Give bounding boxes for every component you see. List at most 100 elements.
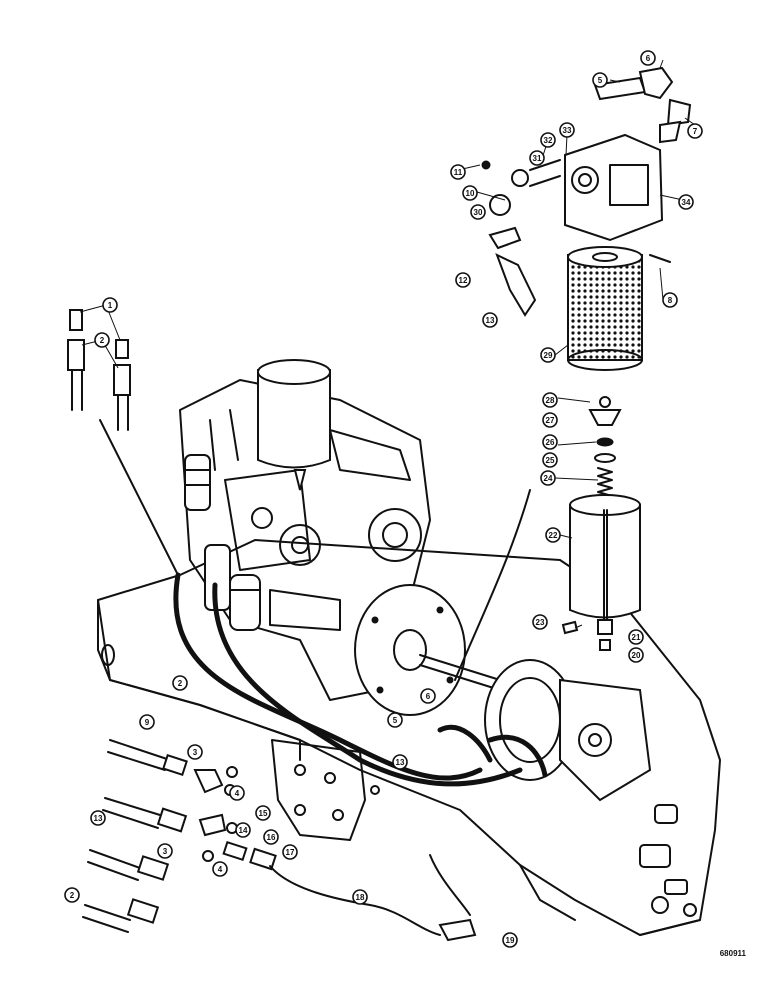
svg-text:13: 13 — [94, 814, 103, 823]
svg-text:1: 1 — [108, 301, 113, 310]
callouts: 1 2 2 2 3 3 4 4 5 5 6 6 7 8 9 10 11 12 1… — [64, 50, 703, 948]
air-cleaner — [257, 359, 331, 491]
callout-9: 9 — [139, 714, 155, 730]
svg-text:15: 15 — [259, 809, 268, 818]
callout-13: 13 — [90, 810, 106, 826]
figure-reference-id: 680911 — [719, 949, 746, 958]
flywheel-housing — [354, 584, 466, 716]
svg-text:17: 17 — [286, 848, 295, 857]
callout-5: 5 — [387, 712, 403, 728]
filter-head-assembly — [481, 66, 692, 317]
svg-text:4: 4 — [235, 789, 240, 798]
svg-text:4: 4 — [218, 865, 223, 874]
callout-13: 13 — [482, 312, 498, 328]
callout-2: 2 — [172, 675, 188, 691]
engine-filters — [184, 454, 261, 631]
callout-7: 7 — [687, 123, 703, 139]
callout-16: 16 — [263, 829, 279, 845]
svg-text:3: 3 — [193, 748, 198, 757]
callout-5: 5 — [592, 72, 608, 88]
callout-30: 30 — [470, 204, 486, 220]
svg-text:29: 29 — [544, 351, 553, 360]
filter-element — [567, 246, 643, 371]
callout-2: 2 — [94, 332, 110, 348]
svg-text:11: 11 — [454, 168, 463, 177]
callout-12: 12 — [455, 272, 471, 288]
callout-23: 23 — [532, 614, 548, 630]
callout-4: 4 — [229, 785, 245, 801]
svg-text:34: 34 — [682, 198, 691, 207]
svg-text:27: 27 — [546, 416, 555, 425]
callout-2: 2 — [64, 887, 80, 903]
callout-33: 33 — [559, 122, 575, 138]
callout-18: 18 — [352, 889, 368, 905]
svg-text:22: 22 — [549, 531, 558, 540]
callout-4: 4 — [212, 861, 228, 877]
callout-31: 31 — [529, 150, 545, 166]
callout-15: 15 — [255, 805, 271, 821]
svg-text:12: 12 — [459, 276, 468, 285]
callout-1: 1 — [102, 297, 118, 313]
filter-canister — [561, 494, 641, 651]
svg-text:14: 14 — [239, 826, 248, 835]
callout-34: 34 — [678, 194, 694, 210]
svg-text:19: 19 — [506, 936, 515, 945]
callout-22: 22 — [545, 527, 561, 543]
callout-24: 24 — [540, 470, 556, 486]
tractor-frame — [97, 539, 721, 936]
svg-text:2: 2 — [178, 679, 183, 688]
svg-text:6: 6 — [646, 54, 651, 63]
svg-text:20: 20 — [632, 651, 641, 660]
callout-14: 14 — [235, 822, 251, 838]
callout-20: 20 — [628, 647, 644, 663]
callout-10: 10 — [462, 185, 478, 201]
svg-text:23: 23 — [536, 618, 545, 627]
mounting-bracket — [271, 739, 380, 841]
callout-6: 6 — [420, 688, 436, 704]
svg-text:32: 32 — [544, 136, 553, 145]
svg-text:5: 5 — [598, 76, 603, 85]
callout-3: 3 — [187, 744, 203, 760]
filter-spring-parts — [588, 396, 622, 509]
transmission — [484, 659, 652, 802]
callout-32: 32 — [540, 132, 556, 148]
svg-text:13: 13 — [486, 316, 495, 325]
svg-text:2: 2 — [70, 891, 75, 900]
callout-17: 17 — [282, 844, 298, 860]
callout-25: 25 — [542, 452, 558, 468]
callout-27: 27 — [542, 412, 558, 428]
svg-text:8: 8 — [668, 296, 673, 305]
hose-fittings-bottom-left — [82, 739, 477, 942]
svg-text:26: 26 — [546, 438, 555, 447]
callout-6: 6 — [640, 50, 656, 66]
callout-21: 21 — [628, 629, 644, 645]
svg-text:24: 24 — [544, 474, 553, 483]
callout-11: 11 — [450, 164, 466, 180]
callout-13: 13 — [392, 754, 408, 770]
svg-text:10: 10 — [466, 189, 475, 198]
svg-text:21: 21 — [632, 633, 641, 642]
svg-text:5: 5 — [393, 716, 398, 725]
hose-end-fittings-top-left — [67, 309, 131, 431]
svg-text:33: 33 — [563, 126, 572, 135]
svg-text:28: 28 — [546, 396, 555, 405]
svg-text:16: 16 — [267, 833, 276, 842]
hydraulic-hoses — [99, 419, 548, 787]
svg-text:25: 25 — [546, 456, 555, 465]
svg-text:18: 18 — [356, 893, 365, 902]
svg-text:6: 6 — [426, 692, 431, 701]
callout-26: 26 — [542, 434, 558, 450]
callout-3: 3 — [157, 843, 173, 859]
svg-text:31: 31 — [533, 154, 542, 163]
svg-text:3: 3 — [163, 847, 168, 856]
svg-text:30: 30 — [474, 208, 483, 217]
svg-text:9: 9 — [145, 718, 150, 727]
svg-text:7: 7 — [693, 127, 698, 136]
callout-8: 8 — [662, 292, 678, 308]
callout-28: 28 — [542, 392, 558, 408]
svg-text:13: 13 — [396, 758, 405, 767]
callout-29: 29 — [540, 347, 556, 363]
callout-19: 19 — [502, 932, 518, 948]
svg-text:2: 2 — [100, 336, 105, 345]
